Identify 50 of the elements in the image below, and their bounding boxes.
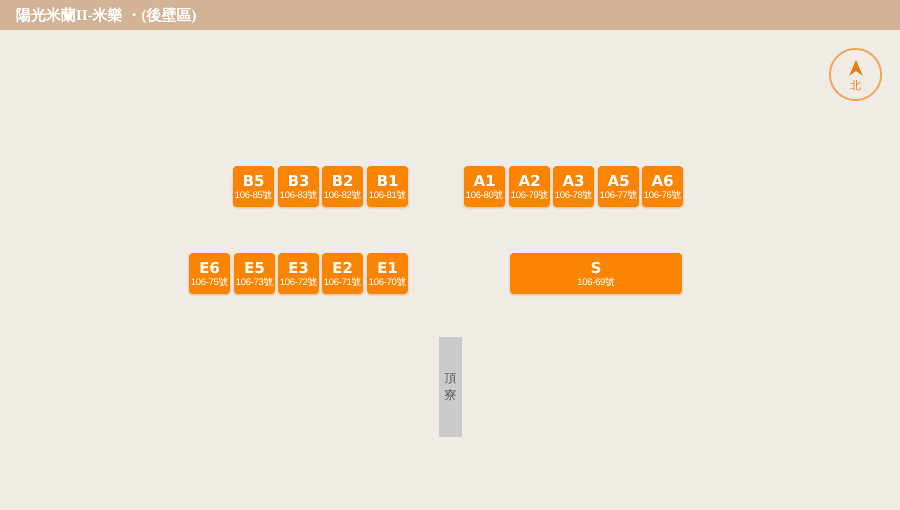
address-number: 106-85號 xyxy=(234,190,272,200)
unit-code: B5 xyxy=(242,172,264,190)
unit-box xyxy=(367,166,408,207)
unit-code: E5 xyxy=(244,260,265,276)
unit-box xyxy=(553,166,594,207)
unit-box xyxy=(464,166,505,207)
unit-box xyxy=(278,166,319,207)
unit-code: A5 xyxy=(607,172,630,190)
unit-box xyxy=(322,253,363,294)
unit-code: E6 xyxy=(199,260,220,276)
page-title: 陽光米蘭II-米樂 ・(後壁區) xyxy=(16,6,196,25)
unit-code: A6 xyxy=(651,172,674,190)
road-name: 頂寮 xyxy=(444,370,457,404)
unit-box xyxy=(189,253,230,294)
unit-box xyxy=(367,253,408,294)
address-number: 106-73號 xyxy=(236,276,274,288)
unit-code: B1 xyxy=(376,172,398,190)
unit-code: E2 xyxy=(332,260,353,276)
unit-code: A1 xyxy=(473,172,496,190)
unit-code: E1 xyxy=(377,260,398,276)
unit-box xyxy=(510,253,682,294)
unit-code: B3 xyxy=(288,172,310,190)
unit-box xyxy=(598,166,639,207)
address-number: 106-80號 xyxy=(466,190,504,200)
address-number: 106-69號 xyxy=(577,276,615,288)
address-number: 106-76號 xyxy=(644,190,682,200)
unit-code: B2 xyxy=(332,172,354,190)
unit-code: E3 xyxy=(288,260,309,276)
address-number: 106-81號 xyxy=(368,190,406,200)
address-number: 106-82號 xyxy=(324,190,362,200)
address-number: 106-70號 xyxy=(368,276,406,288)
unit-code: S xyxy=(590,260,602,276)
unit-box xyxy=(234,253,275,294)
address-number: 106-71號 xyxy=(324,276,362,288)
address-number: 106-83號 xyxy=(280,190,318,200)
address-number: 106-72號 xyxy=(280,276,318,288)
compass-label: 北 xyxy=(850,78,861,93)
address-number: 106-79號 xyxy=(510,190,548,200)
address-number: 106-77號 xyxy=(600,190,638,200)
address-number: 106-75號 xyxy=(190,276,228,288)
unit-box xyxy=(509,166,550,207)
unit-box xyxy=(233,166,274,207)
unit-code: A3 xyxy=(562,172,585,190)
road-strip xyxy=(439,337,462,437)
unit-box xyxy=(278,253,319,294)
unit-box xyxy=(322,166,363,207)
unit-box xyxy=(642,166,683,207)
compass-dial xyxy=(829,48,882,101)
address-number: 106-78號 xyxy=(554,190,592,200)
unit-code: A2 xyxy=(518,172,541,190)
